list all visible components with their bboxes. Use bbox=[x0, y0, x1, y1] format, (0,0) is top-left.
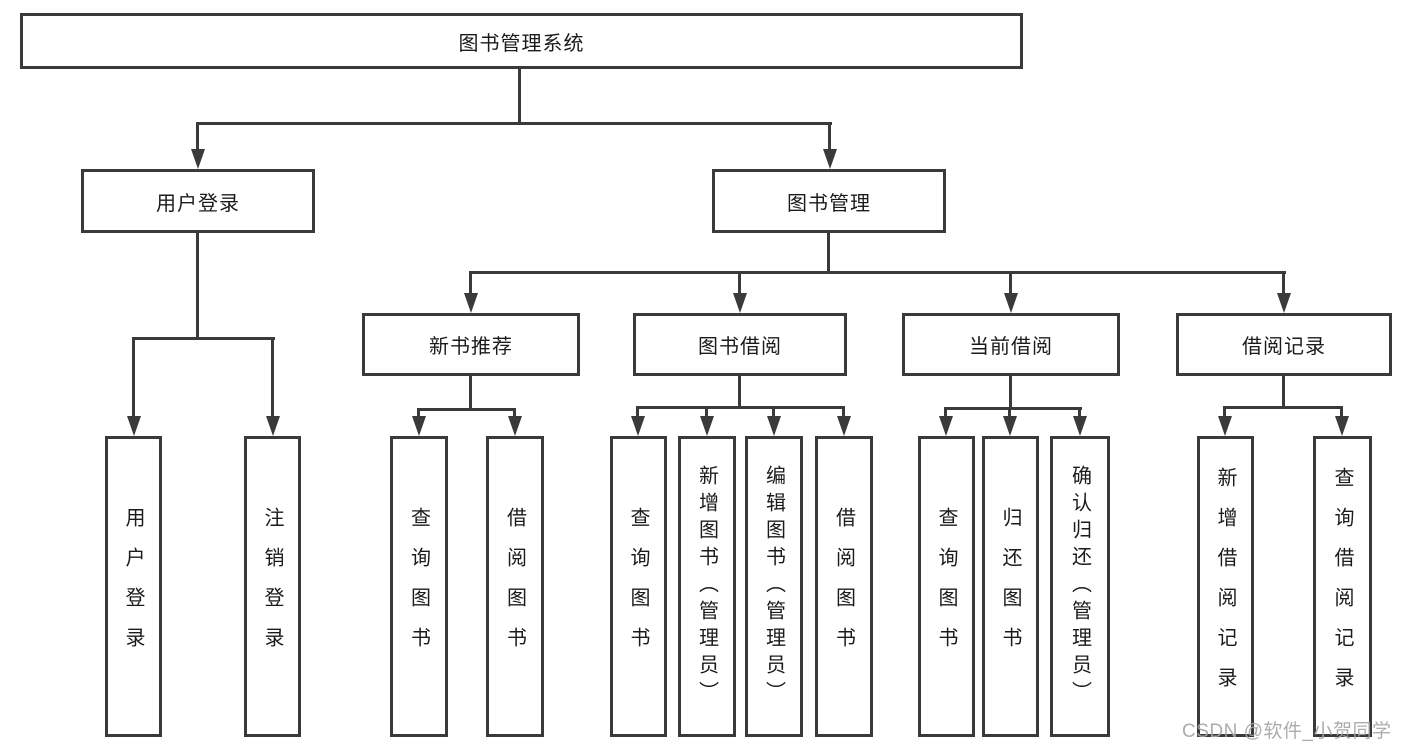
node-label: 新书推荐 bbox=[429, 336, 513, 358]
connector-current-borrow-rail bbox=[944, 407, 1082, 410]
connector-to-new-book bbox=[469, 271, 472, 294]
node-label: 当前借阅 bbox=[969, 336, 1053, 358]
arrow-down-icon bbox=[464, 293, 478, 313]
leaf-edit-books-admin: 编辑图书（管理员） bbox=[745, 436, 803, 737]
arrow-down-icon bbox=[1073, 416, 1087, 436]
leaf-query-borrow-record: 查询借阅记录 bbox=[1313, 436, 1372, 737]
connector-leaf-stem bbox=[705, 406, 708, 417]
connector-book-management-stem bbox=[827, 233, 830, 271]
connector-book-borrow-rail bbox=[636, 406, 845, 409]
leaf-return-books: 归还图书 bbox=[982, 436, 1039, 737]
arrow-down-icon bbox=[700, 416, 714, 436]
arrow-down-icon bbox=[1277, 293, 1291, 313]
node-label: 查询图书 bbox=[935, 506, 957, 667]
node-label: 借阅图书 bbox=[832, 506, 855, 667]
node-label: 借阅图书 bbox=[503, 506, 526, 667]
connector-leaf-stem bbox=[772, 406, 775, 417]
leaf-query-books-recommend: 查询图书 bbox=[390, 436, 448, 737]
arrow-down-icon bbox=[1004, 293, 1018, 313]
connector-new-book-stem bbox=[469, 376, 472, 408]
connector-leaf-stem bbox=[1008, 407, 1011, 417]
node-label: 归还图书 bbox=[999, 506, 1021, 667]
connector-to-leaf-logout bbox=[271, 337, 274, 417]
connector-leaf-stem bbox=[417, 408, 420, 417]
node-current-borrow: 当前借阅 bbox=[902, 313, 1120, 376]
connector-leaf-stem bbox=[842, 406, 845, 417]
connector-leaf-stem bbox=[636, 406, 639, 417]
leaf-add-books-admin: 新增图书（管理员） bbox=[678, 436, 736, 737]
node-label: 查询图书 bbox=[627, 506, 649, 667]
node-library-management-system: 图书管理系统 bbox=[20, 13, 1023, 69]
node-label: 查询图书 bbox=[407, 506, 430, 667]
node-user-login: 用户登录 bbox=[81, 169, 315, 233]
arrow-down-icon bbox=[191, 149, 205, 169]
leaf-borrow-books-recommend: 借阅图书 bbox=[486, 436, 544, 737]
connector-user-login-rail bbox=[132, 337, 275, 340]
csdn-watermark: CSDN @软件_小贺同学 bbox=[1182, 721, 1392, 742]
node-new-book-recommend: 新书推荐 bbox=[362, 313, 580, 376]
connector-leaf-stem bbox=[1078, 407, 1081, 417]
leaf-query-books-borrow: 查询图书 bbox=[610, 436, 667, 737]
connector-to-user-login bbox=[196, 122, 199, 151]
arrow-down-icon bbox=[412, 416, 426, 436]
node-label: 新增借阅记录 bbox=[1214, 466, 1236, 707]
connector-book-management-rail bbox=[469, 271, 1286, 274]
node-label: 图书管理 bbox=[787, 192, 871, 215]
connector-leaf-stem bbox=[513, 408, 516, 417]
connector-book-borrow-stem bbox=[738, 376, 741, 406]
arrow-down-icon bbox=[767, 416, 781, 436]
node-label: 新增图书（管理员） bbox=[695, 465, 718, 708]
node-label: 借阅记录 bbox=[1242, 336, 1326, 358]
node-book-borrow: 图书借阅 bbox=[633, 313, 847, 376]
connector-to-book-borrow bbox=[738, 271, 741, 294]
arrow-down-icon bbox=[939, 416, 953, 436]
connector-borrow-records-rail bbox=[1223, 406, 1343, 409]
connector-current-borrow-stem bbox=[1009, 376, 1012, 407]
connector-to-book-management bbox=[828, 122, 831, 151]
arrow-down-icon bbox=[127, 416, 141, 436]
leaf-query-books-current: 查询图书 bbox=[918, 436, 975, 737]
arrow-down-icon bbox=[266, 416, 280, 436]
node-label: 图书管理系统 bbox=[458, 32, 585, 55]
node-label: 用户登录 bbox=[156, 192, 240, 215]
leaf-confirm-return-admin: 确认归还（管理员） bbox=[1050, 436, 1110, 737]
arrow-down-icon bbox=[1218, 416, 1232, 436]
node-borrow-records: 借阅记录 bbox=[1176, 313, 1392, 376]
node-label: 注销登录 bbox=[261, 506, 283, 667]
leaf-logout: 注销登录 bbox=[244, 436, 301, 737]
node-label: 编辑图书（管理员） bbox=[762, 465, 785, 708]
leaf-add-borrow-record: 新增借阅记录 bbox=[1197, 436, 1254, 737]
arrow-down-icon bbox=[1335, 416, 1349, 436]
connector-user-login-stem bbox=[196, 233, 199, 337]
arrow-down-icon bbox=[1003, 416, 1017, 436]
connector-leaf-stem bbox=[1223, 406, 1226, 417]
node-label: 查询借阅记录 bbox=[1331, 466, 1353, 707]
node-label: 图书借阅 bbox=[698, 336, 782, 358]
arrow-down-icon bbox=[508, 416, 522, 436]
connector-to-borrow-records bbox=[1282, 271, 1285, 294]
arrow-down-icon bbox=[837, 416, 851, 436]
node-label: 用户登录 bbox=[122, 506, 144, 667]
connector-to-leaf-user-login bbox=[132, 337, 135, 417]
connector-new-book-rail bbox=[417, 408, 516, 411]
leaf-borrow-books: 借阅图书 bbox=[815, 436, 873, 737]
node-label: 确认归还（管理员） bbox=[1068, 465, 1091, 708]
arrow-down-icon bbox=[823, 149, 837, 169]
connector-to-current-borrow bbox=[1009, 271, 1012, 294]
connector-leaf-stem bbox=[1340, 406, 1343, 417]
connector-leaf-stem bbox=[944, 407, 947, 417]
leaf-user-login: 用户登录 bbox=[105, 436, 162, 737]
connector-root-stem bbox=[518, 68, 521, 122]
arrow-down-icon bbox=[631, 416, 645, 436]
node-book-management: 图书管理 bbox=[712, 169, 946, 233]
arrow-down-icon bbox=[733, 293, 747, 313]
connector-root-rail bbox=[196, 122, 832, 125]
connector-borrow-records-stem bbox=[1282, 376, 1285, 406]
